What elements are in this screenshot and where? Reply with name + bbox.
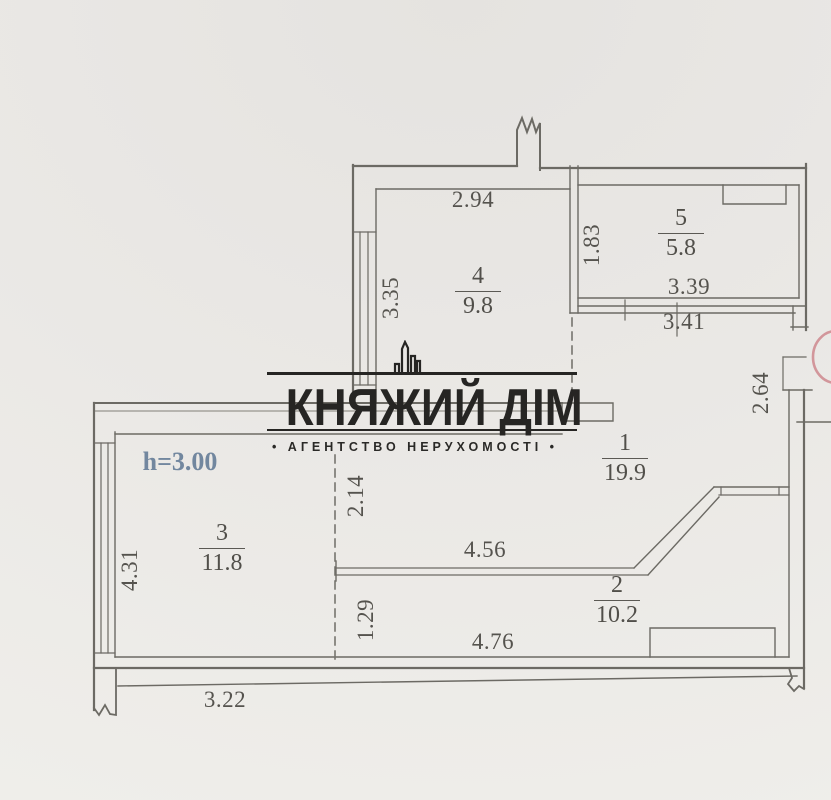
dim-room4-depth: 3.35 [378, 276, 403, 320]
room-number: 2 [611, 572, 623, 598]
room-area: 5.8 [666, 235, 696, 261]
fraction-bar [602, 458, 648, 459]
watermark-subtitle: • АГЕНТСТВО НЕРУХОМОСТІ • [271, 440, 559, 454]
fraction-bar [199, 548, 245, 549]
dim-balcony-top: 4.56 [463, 537, 507, 562]
room-area: 11.8 [201, 550, 243, 576]
room-label-5: 5 5.8 [646, 206, 716, 260]
room-label-1: 1 19.9 [590, 431, 660, 485]
room-area: 10.2 [596, 602, 638, 628]
room4-walls [375, 165, 579, 404]
hall-walls [569, 299, 831, 423]
room-label-4: 4 9.8 [443, 264, 513, 318]
fraction-bar [658, 233, 704, 234]
dim-balcony-bottom: 4.76 [471, 629, 515, 654]
room-label-2: 2 10.2 [582, 573, 652, 627]
ceiling-height-note: h=3.00 [142, 447, 218, 476]
dim-room5-depth: 1.83 [579, 223, 604, 267]
terrace-edge [117, 675, 798, 687]
dim-room4-width: 2.94 [451, 187, 495, 212]
watermark-title: КНЯЖИЙ ДІМ [285, 379, 583, 437]
room-number: 4 [472, 263, 484, 289]
room-number: 3 [216, 520, 228, 546]
room5-walls [577, 184, 807, 307]
room-area: 19.9 [604, 460, 646, 486]
dim-room3-depth: 4.31 [117, 548, 142, 592]
dim-balcony-left: 1.29 [353, 598, 378, 642]
room3-window [93, 442, 116, 654]
watermark-rule-bottom [267, 429, 577, 431]
dim-hall-width: 3.41 [662, 309, 706, 334]
entry-marker-circle [811, 330, 831, 384]
outer-walls-top-block [351, 162, 808, 406]
lower-block-walls [92, 401, 806, 712]
watermark-rule-top [267, 372, 577, 375]
dim-hall-depth: 2.64 [748, 371, 773, 415]
vent-shaft [516, 115, 541, 171]
room-label-3: 3 11.8 [187, 521, 257, 575]
room-number: 1 [619, 430, 631, 456]
room-area: 9.8 [463, 293, 493, 319]
dim-room5-width: 3.39 [667, 274, 711, 299]
room4-window [352, 231, 377, 386]
room-number: 5 [675, 205, 687, 231]
balcony-walls [335, 388, 806, 693]
fraction-bar [455, 291, 501, 292]
agency-building-icon [393, 340, 422, 374]
dim-room1-left: 2.14 [343, 474, 368, 518]
wall-break-bottom-left [92, 667, 117, 717]
fraction-bar [594, 600, 640, 601]
dim-terrace-bottom: 3.22 [203, 687, 247, 712]
